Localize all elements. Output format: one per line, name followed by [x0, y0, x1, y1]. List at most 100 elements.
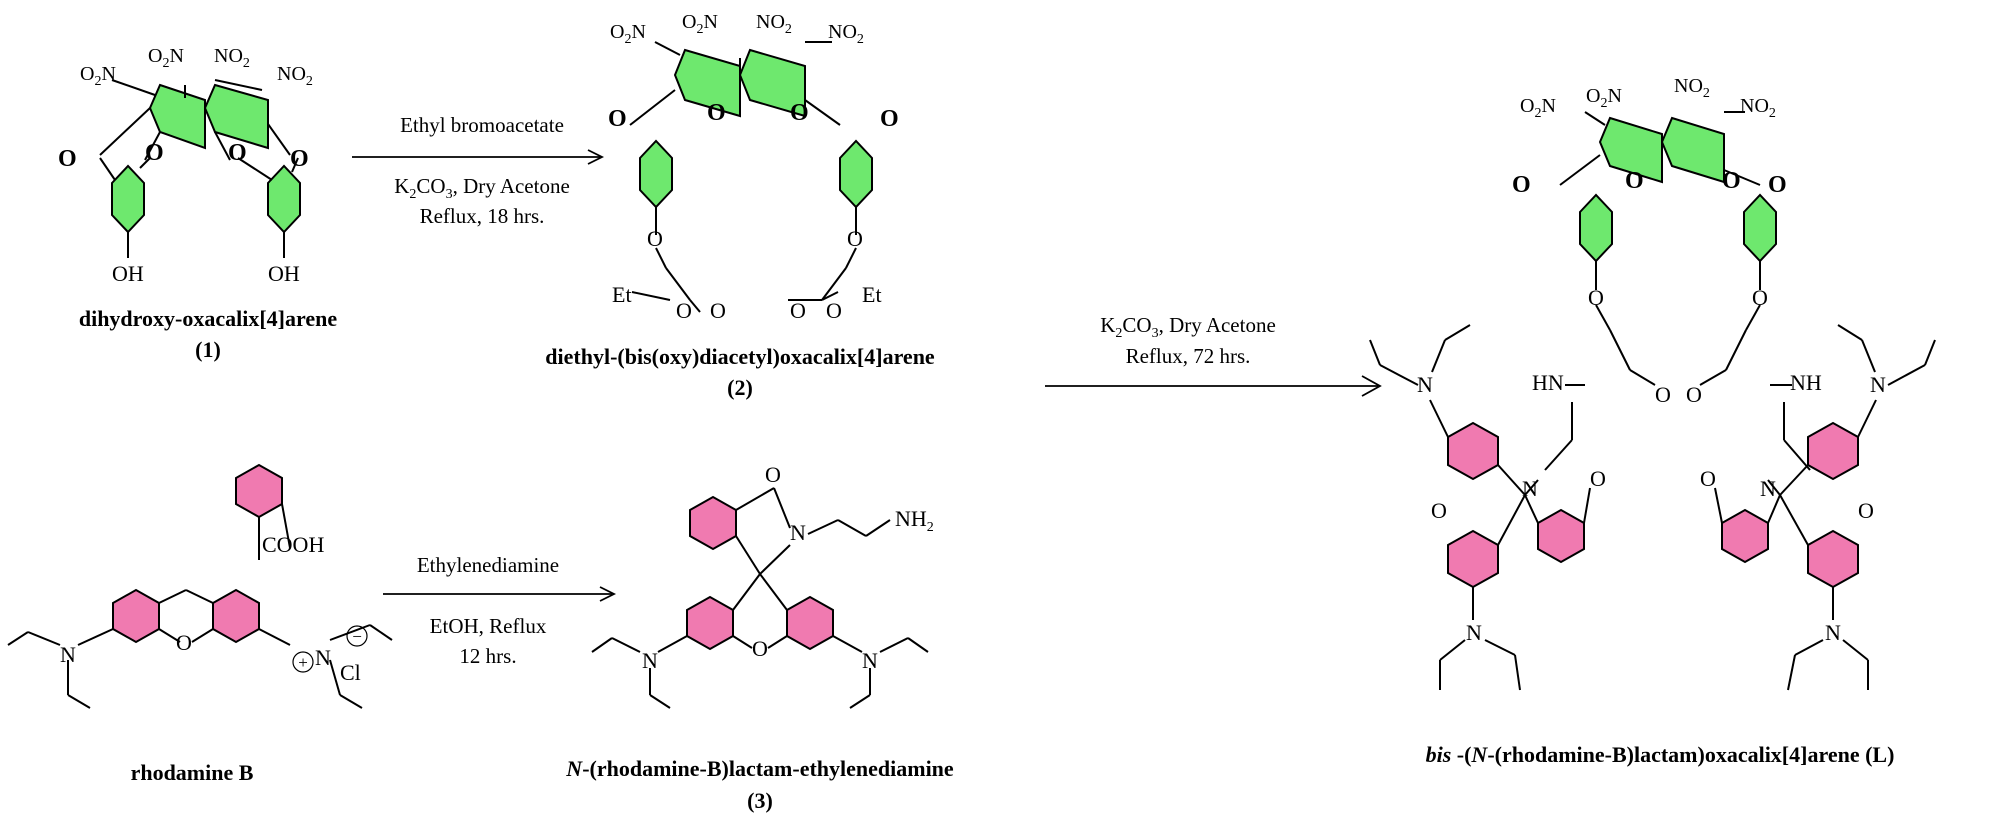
ester-oxygen-label: O: [826, 298, 842, 323]
ester-oxygen-label: O: [676, 298, 692, 323]
no2-label: NO2: [277, 63, 313, 89]
bond-line: [1439, 639, 1466, 661]
calix-ring-lower-right: [1743, 193, 1777, 263]
positive-charge-icon: [292, 651, 314, 673]
conditions-label: K2CO3, Dry Acetone: [394, 174, 570, 202]
xanthene-ring-right-lower: [1807, 529, 1859, 589]
xanthene-oxygen-label: O: [176, 630, 192, 655]
calix-ring-left: [1598, 116, 1663, 184]
bond-line: [1779, 464, 1809, 496]
calix-ring-right: [203, 83, 269, 150]
compound-3-rings: [686, 495, 834, 651]
product-l-structure: O2N O2N NO2 NO2 O O O O O O O O HN NH N …: [1369, 75, 1936, 767]
bond-line: [1609, 329, 1631, 371]
hydroxyl-label: OH: [112, 261, 144, 286]
o2n-label: O2N: [1586, 85, 1622, 111]
rhodamine-b-rings: [112, 463, 283, 644]
bond-line: [1699, 369, 1727, 386]
carbonyl-oxygen-label: O: [790, 298, 806, 323]
bond-line: [1767, 479, 1781, 496]
product-l-labels: O2N O2N NO2 NO2 O O O O O O O O HN NH N …: [1417, 75, 1886, 645]
bond-line: [1861, 339, 1876, 373]
bond-line: [214, 79, 263, 91]
xanthene-oxygen-label: O: [1858, 498, 1874, 523]
amide-oxygen-label: O: [1655, 382, 1671, 407]
bond-line: [99, 157, 116, 181]
rhodamine-b-name: rhodamine B: [131, 760, 254, 785]
ether-oxygen-label: O: [1752, 285, 1768, 310]
no2-label: NO2: [1740, 95, 1776, 121]
isoindolinone-ring-right: [1721, 508, 1769, 564]
bond-line: [369, 624, 393, 641]
compound-3-labels: O N NH2 O N N: [642, 462, 934, 673]
bond-line: [879, 637, 909, 653]
oxygen-label: O: [707, 100, 726, 126]
compound-2-name: diethyl-(bis(oxy)diacetyl)oxacalix[4]are…: [545, 344, 935, 369]
compound-1-calixarene-rings: [111, 83, 301, 234]
conditions-label: 12 hrs.: [459, 644, 516, 668]
bond-line: [1924, 339, 1936, 366]
calix-ring-right: [1660, 116, 1725, 184]
bond-line: [1783, 439, 1811, 471]
rhodamine-b-structure: COOH O N + N − Cl rhodamine B: [7, 463, 393, 785]
compound-1-labels: O2N O2N NO2 NO2 O O O O OH OH: [58, 45, 313, 286]
bond-line: [1429, 399, 1449, 438]
no2-label: NO2: [828, 21, 864, 47]
bond-line: [807, 519, 839, 535]
amine-nitrogen-label: N: [1417, 372, 1433, 397]
bond-line: [849, 694, 871, 709]
bond-line: [1444, 324, 1471, 341]
lactam-oxygen-label: O: [1700, 466, 1716, 491]
bond-line: [759, 573, 788, 611]
bond-line: [67, 694, 91, 709]
amine-nitrogen-label: N: [642, 648, 658, 673]
bond-line: [1379, 364, 1419, 386]
bond-line: [1497, 494, 1526, 546]
benzoic-ring: [235, 463, 283, 519]
bond-line: [1714, 487, 1723, 524]
compound-1-bonds: [99, 79, 299, 258]
o2n-label: O2N: [1520, 95, 1556, 121]
rhodamine-b-bonds: [7, 503, 393, 709]
oxygen-label: O: [880, 106, 899, 132]
amine-nitrogen-label: N: [1825, 620, 1841, 645]
iminium-nitrogen-label: N: [315, 645, 331, 670]
compound-3-name: N-(rhodamine-B)lactam-ethylenediamine: [565, 756, 954, 781]
bond-line: [655, 247, 667, 269]
isoindolinone-ring: [689, 495, 737, 551]
bond-line: [689, 299, 701, 313]
oxygen-label: O: [228, 140, 247, 166]
ether-oxygen-label: O: [847, 226, 863, 251]
xanthene-oxygen-label: O: [1431, 498, 1447, 523]
bond-line: [591, 637, 613, 653]
bond-line: [631, 291, 671, 301]
product-l-bonds: [1369, 111, 1936, 691]
oxygen-label: O: [1625, 168, 1644, 194]
no2-label: NO2: [214, 45, 250, 71]
plus-sign: +: [298, 653, 308, 672]
lactam-nitrogen-label: N: [1522, 476, 1538, 501]
compound-2-number: (2): [727, 375, 753, 400]
product-l-rhodamine-rings: [1447, 421, 1859, 589]
amine-nitrogen-label: N: [862, 648, 878, 673]
o2n-label: O2N: [682, 11, 718, 37]
bond-line: [735, 535, 761, 575]
calix-ring-right: [738, 48, 806, 118]
conditions-label: K2CO3, Dry Acetone: [1100, 313, 1276, 341]
amine-nitrogen-label: N: [1870, 372, 1886, 397]
bond-line: [832, 635, 863, 653]
arrow-head: [587, 149, 605, 165]
no2-label: NO2: [756, 11, 792, 37]
bond-line: [281, 503, 291, 549]
o2n-label: O2N: [610, 21, 646, 47]
bond-line: [735, 487, 775, 511]
xanthene-ring-left: [112, 588, 160, 644]
bond-line: [1497, 464, 1526, 496]
oxygen-label: O: [1768, 172, 1787, 198]
bond-line: [1544, 439, 1573, 471]
ethyl-label: Et: [862, 282, 882, 307]
lactam-nitrogen-label: N: [790, 520, 806, 545]
bond-line: [144, 131, 161, 161]
xanthene-ring-right-upper: [1807, 421, 1859, 481]
bond-line: [732, 635, 753, 649]
